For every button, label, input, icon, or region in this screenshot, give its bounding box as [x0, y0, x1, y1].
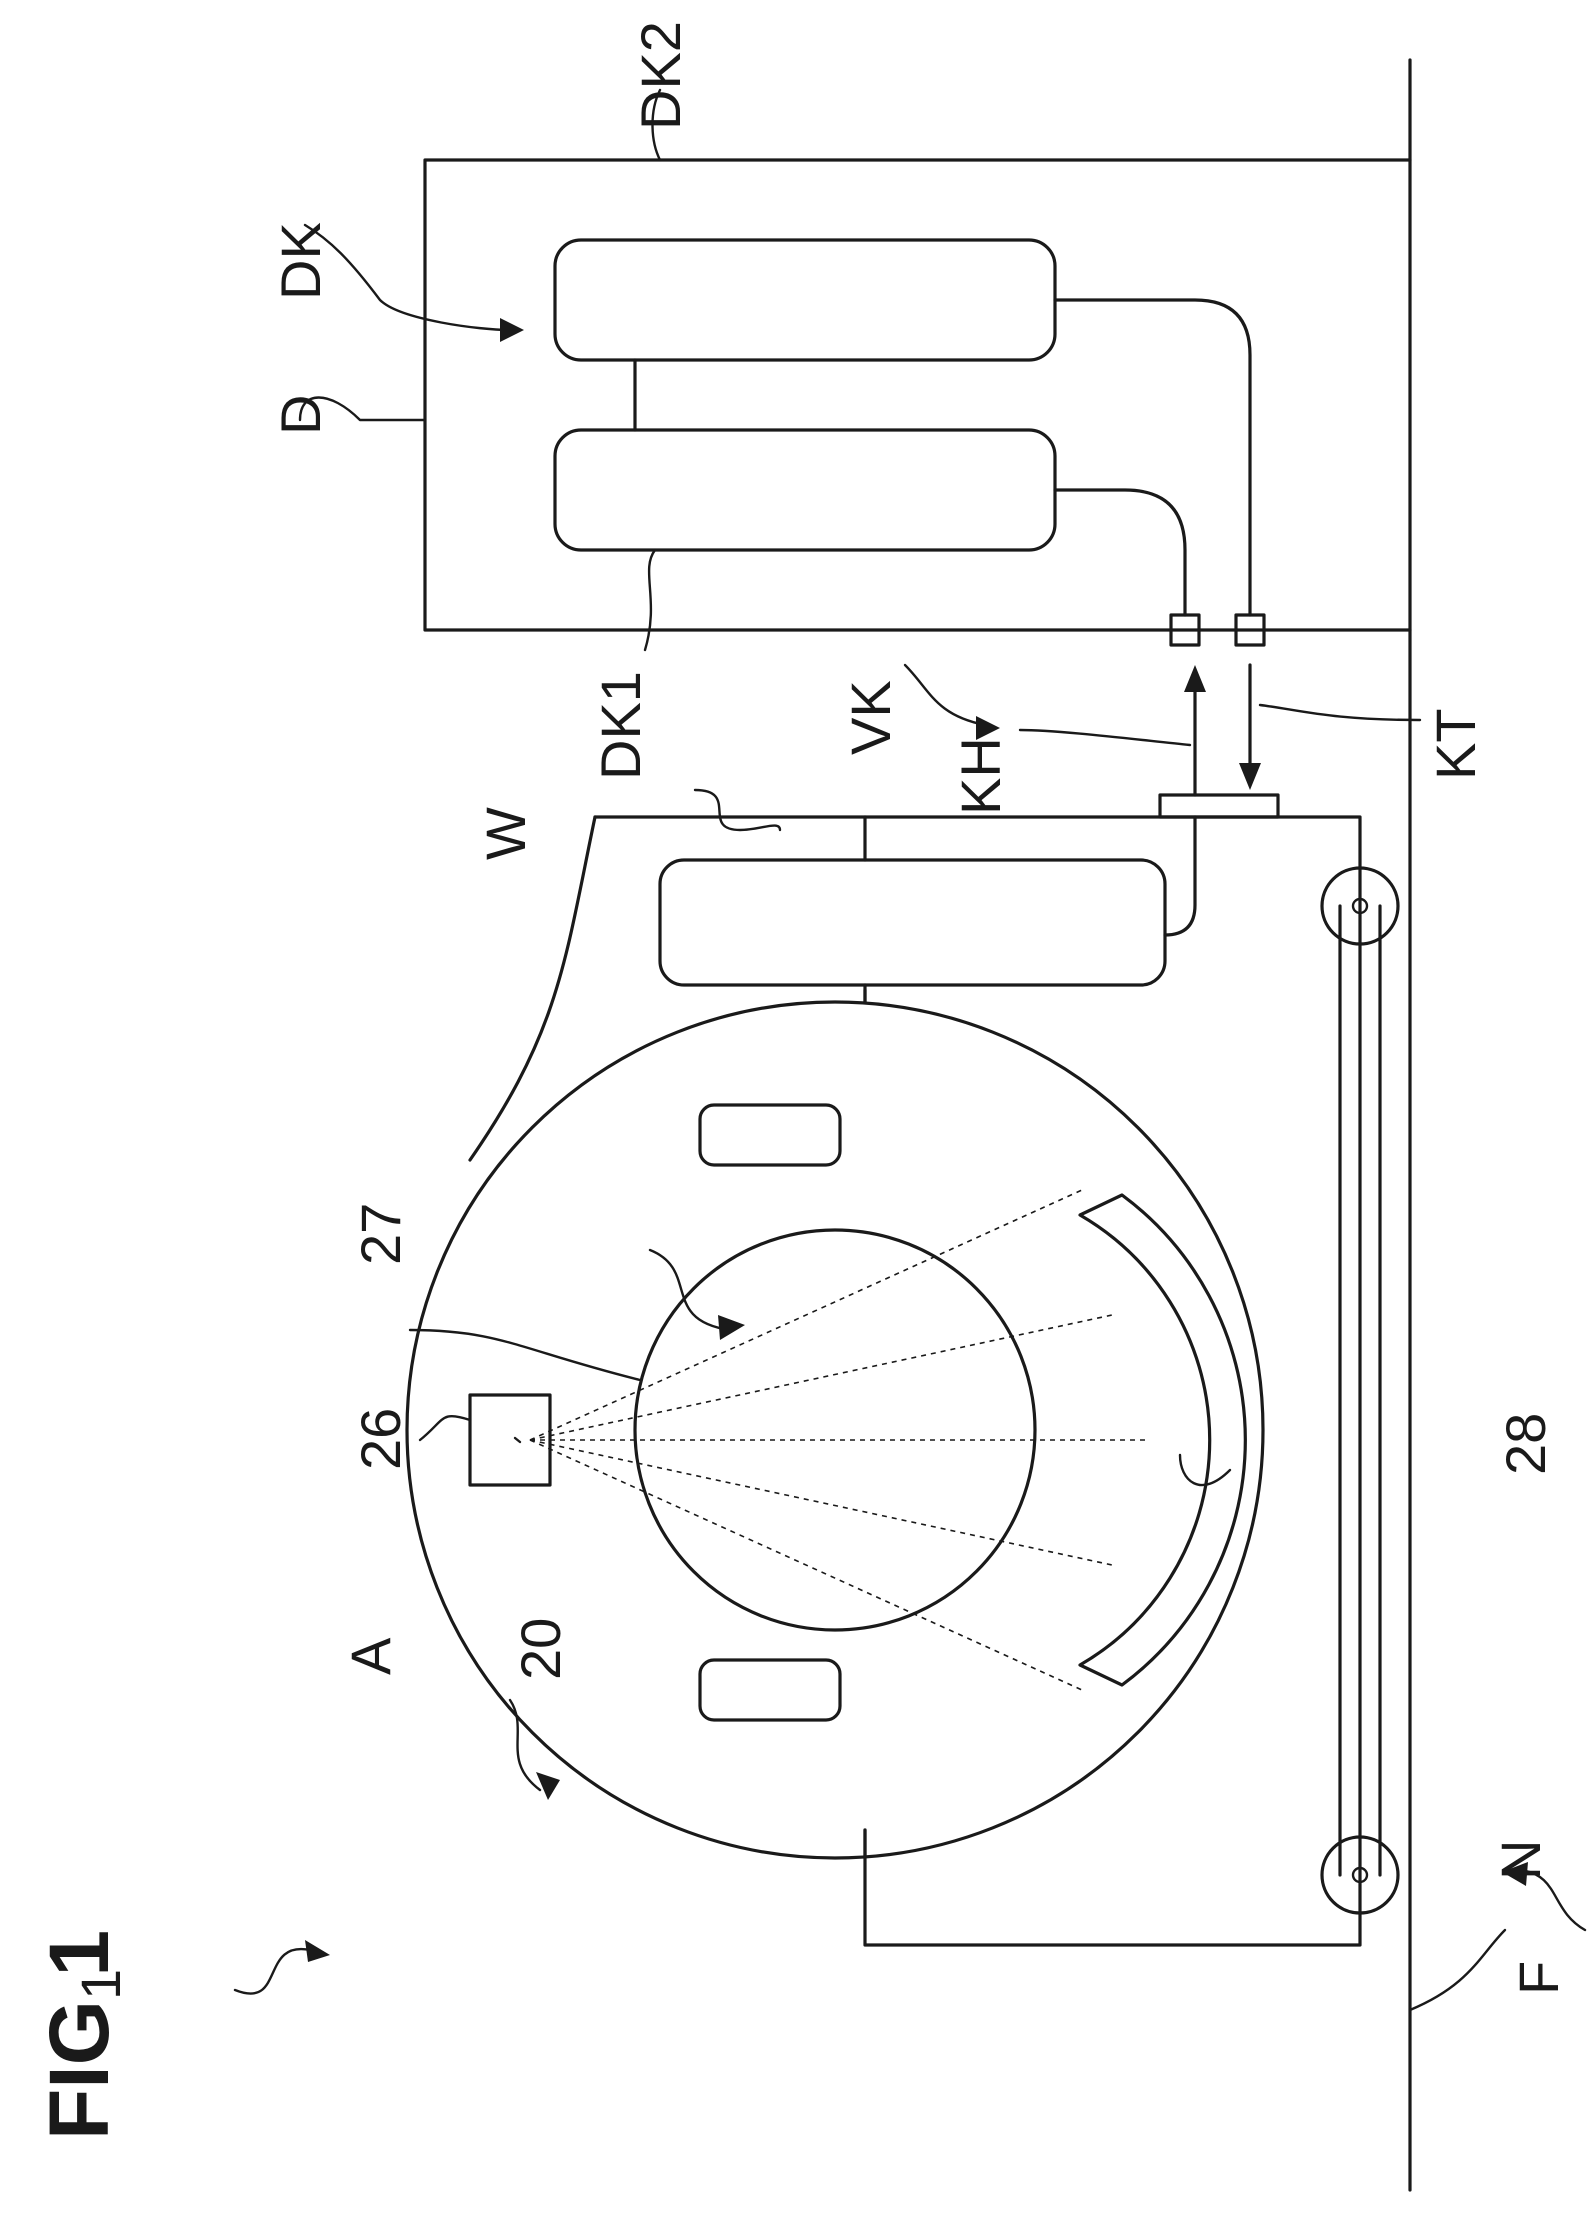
device-housing-curve	[470, 817, 595, 1160]
label-connection: VK	[839, 680, 902, 755]
leader-lines	[235, 90, 1585, 2010]
xray-fan	[530, 1190, 1150, 1690]
hose-dk1	[1055, 490, 1185, 615]
label-unit-w: W	[474, 807, 537, 860]
source-marker	[515, 1438, 520, 1442]
arrow-kt-head	[1239, 763, 1261, 790]
label-device: 20	[509, 1618, 572, 1680]
label-detector: 28	[1494, 1413, 1557, 1475]
module-dk1	[555, 430, 1055, 550]
gantry-slot-bottom	[700, 1105, 840, 1165]
label-area: A	[339, 1637, 402, 1675]
arrow-kh-head	[1184, 665, 1206, 692]
label-chassis: F	[1507, 1961, 1570, 1995]
label-opening: 27	[349, 1203, 412, 1265]
xray-source	[470, 1395, 550, 1485]
label-floor: N	[1489, 1840, 1552, 1880]
gantry-ring	[407, 1002, 1263, 1858]
unit-w	[660, 860, 1165, 985]
label-system: 1	[69, 1969, 132, 2000]
gantry-bore	[635, 1230, 1035, 1630]
figure-title: FIG 1	[32, 1930, 126, 2140]
label-group: DK	[269, 222, 332, 300]
label-module2: DK2	[629, 21, 692, 130]
label-station: D	[269, 395, 332, 435]
label-kh: KH	[949, 737, 1012, 815]
label-source: 26	[349, 1408, 412, 1470]
station-housing	[425, 160, 1410, 630]
label-kt: KT	[1424, 708, 1487, 780]
hose-w	[1165, 817, 1195, 935]
hose-dk2	[1055, 300, 1250, 615]
module-dk2	[555, 240, 1055, 360]
coupling-plate	[1160, 795, 1278, 817]
label-module1: DK1	[589, 671, 652, 780]
gantry-slot-top	[700, 1660, 840, 1720]
